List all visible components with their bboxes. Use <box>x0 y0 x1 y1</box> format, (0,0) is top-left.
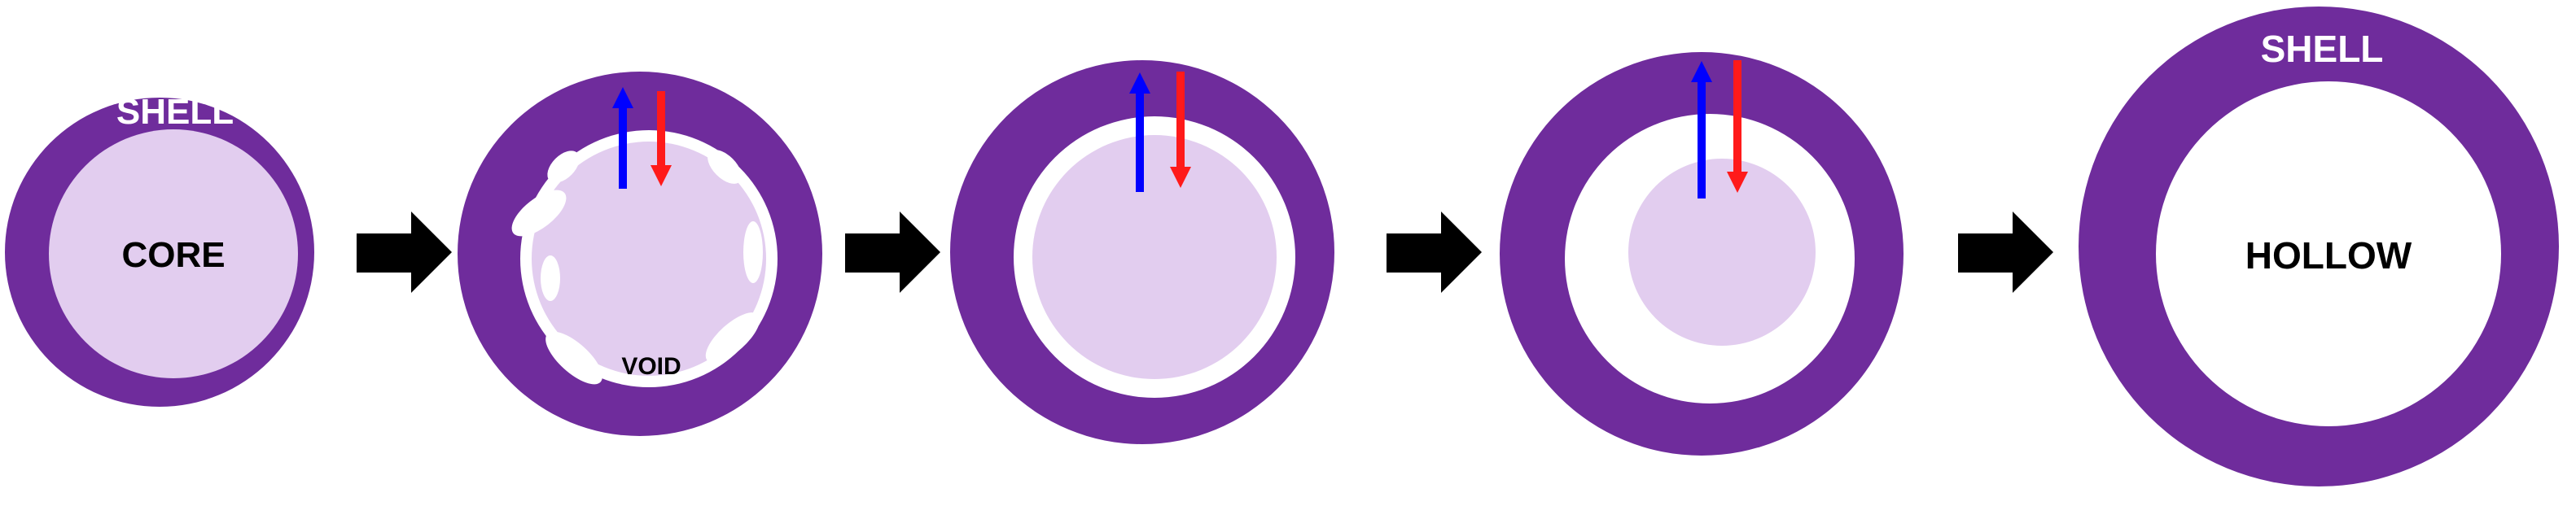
void <box>547 150 580 183</box>
void <box>545 331 602 385</box>
hollow-label: HOLLOW <box>2245 234 2412 277</box>
process-arrow <box>845 212 940 293</box>
process-arrow <box>357 212 452 293</box>
stage-gap-growth <box>950 60 1334 444</box>
void <box>541 255 560 301</box>
void <box>511 190 567 237</box>
stage-hollow-shell: SHELL HOLLOW <box>2079 7 2559 486</box>
stage-core-shrinking <box>1500 52 1904 456</box>
process-arrow <box>1958 212 2053 293</box>
core <box>1628 159 1816 346</box>
void-label: VOID <box>621 353 681 380</box>
process-arrow <box>1387 212 1482 293</box>
shell-label: SHELL <box>116 92 234 132</box>
void <box>708 150 742 184</box>
core <box>49 129 298 378</box>
shell-label: SHELL <box>2261 28 2384 70</box>
void <box>705 312 760 363</box>
void <box>743 221 763 283</box>
core <box>532 142 766 376</box>
core <box>1032 135 1277 379</box>
stage-core-shell: SHELL CORE <box>5 92 314 407</box>
hollow-interior <box>2156 81 2501 426</box>
stage-void-formation: VOID <box>458 72 822 436</box>
core-label: CORE <box>121 235 225 275</box>
